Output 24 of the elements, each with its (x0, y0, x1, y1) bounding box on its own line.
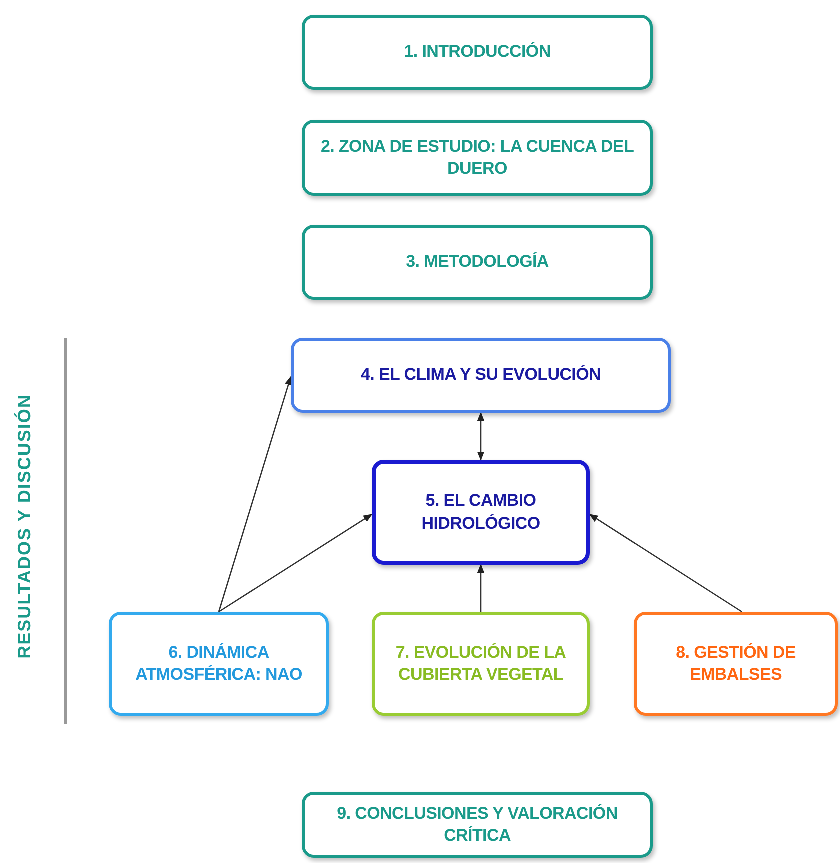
topic-box (291, 338, 671, 413)
topic-box (372, 612, 590, 716)
arrow (477, 564, 485, 612)
topic-box (634, 612, 838, 716)
topic-title: 5. EL CAMBIO HIDROLÓGICO (420, 490, 542, 534)
topic-title: 2. ZONA DE ESTUDIO: LA CUENCA DEL DUERO (320, 136, 636, 180)
topic-title: 3. METODOLOGÍA (405, 251, 550, 274)
section-label: RESULTADOS Y DISCUSIÓN (14, 393, 36, 661)
topic-title: 6. DINÁMICA ATMOSFÉRICA: NAO (134, 642, 304, 686)
topic-title: 7. EVOLUCIÓN DE LA CUBIERTA VEGETAL (394, 642, 568, 686)
arrow (477, 412, 485, 461)
topic-box (109, 612, 329, 716)
topic-box (302, 225, 653, 300)
topic-title: 9. CONCLUSIONES Y VALORACIÓN CRÍTICA (336, 802, 619, 847)
topic-box (372, 460, 590, 565)
topic-box (302, 792, 653, 858)
topic-title: 4. EL CLIMA Y SU EVOLUCIÓN (360, 364, 602, 386)
topic-title: 1. INTRODUCCIÓN (403, 41, 552, 64)
arrow (218, 514, 373, 613)
topic-box (302, 120, 653, 196)
topic-title: 8. GESTIÓN DE EMBALSES (675, 642, 797, 686)
topic-box (302, 15, 653, 90)
arrow (218, 376, 292, 612)
arrow (589, 514, 742, 613)
